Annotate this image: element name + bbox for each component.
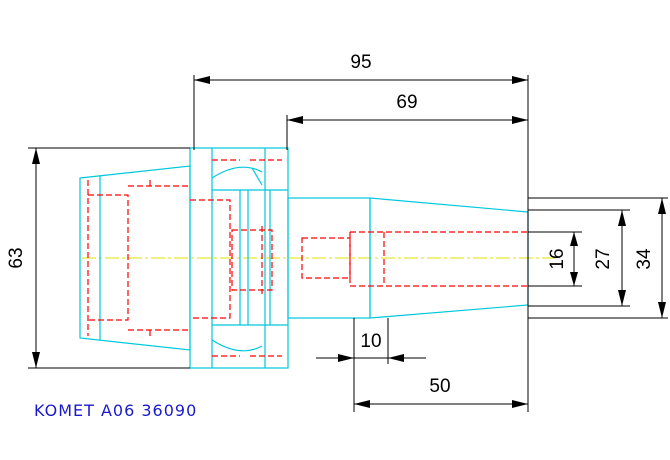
dimension-lines <box>28 75 668 412</box>
holder-outline <box>79 147 529 369</box>
dim-total-length: 95 <box>350 52 371 73</box>
dim-flange-diameter: 63 <box>6 247 27 268</box>
dim-nose-offset: 10 <box>360 331 381 352</box>
dim-nose-small-diameter: 27 <box>593 248 614 269</box>
dim-nose-length: 50 <box>429 376 450 397</box>
dim-gauge-length: 69 <box>396 92 417 113</box>
part-caption: KOMET A06 36090 <box>34 401 197 420</box>
dim-nose-large-diameter: 34 <box>634 248 655 270</box>
dim-bore-diameter: 16 <box>547 248 568 269</box>
hidden-lines <box>87 159 528 357</box>
